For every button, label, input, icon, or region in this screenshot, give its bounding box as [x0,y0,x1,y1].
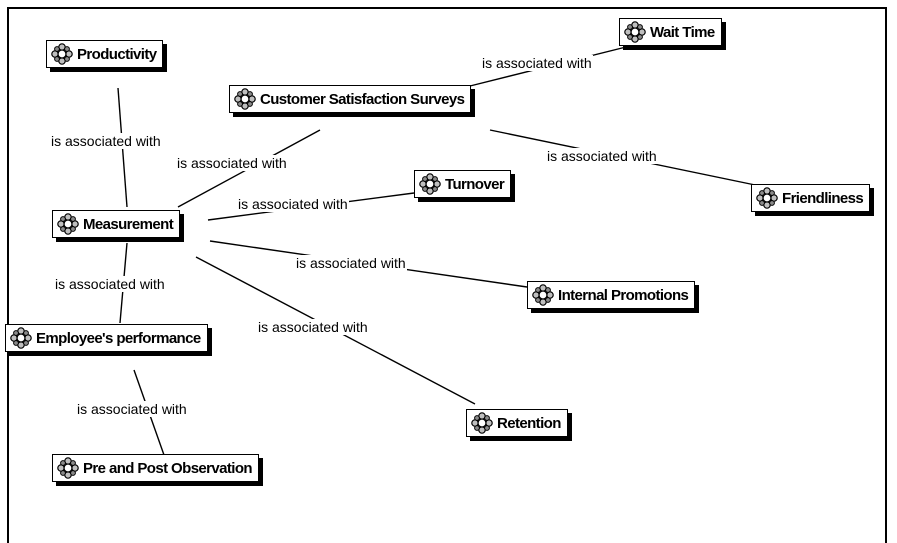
concept-label: Internal Promotions [558,286,689,304]
concept-icon [51,43,73,65]
concept-node-employees-performance[interactable]: Employee's performance [5,324,208,352]
edge-label-productivity-measurement: is associated with [50,133,162,149]
concept-label: Productivity [77,45,157,63]
concept-icon [234,88,256,110]
concept-icon [57,457,79,479]
edge-label-measurement-performance: is associated with [54,276,166,292]
concept-label: Pre and Post Observation [83,459,253,477]
concept-label: Employee's performance [36,329,201,347]
edge-label-css-measurement: is associated with [176,155,288,171]
edge-label-measurement-promotions: is associated with [295,255,407,271]
concept-node-friendliness[interactable]: Friendliness [751,184,871,212]
edge-label-measurement-turnover: is associated with [237,196,349,212]
concept-icon [624,21,646,43]
canvas-frame [7,7,887,543]
concept-label: Turnover [445,175,505,193]
concept-label: Customer Satisfaction Surveys [260,90,465,108]
concept-label: Wait Time [650,23,715,41]
concept-node-retention[interactable]: Retention [466,409,568,437]
edge-label-performance-prepost: is associated with [76,401,188,417]
concept-icon [532,284,554,306]
concept-icon [756,187,778,209]
edge-label-measurement-retention: is associated with [257,319,369,335]
concept-node-wait-time[interactable]: Wait Time [619,18,722,46]
concept-node-measurement[interactable]: Measurement [52,210,181,238]
concept-node-productivity[interactable]: Productivity [46,40,164,68]
edge-label-css-waittime: is associated with [481,55,593,71]
concept-icon [419,173,441,195]
concept-node-customer-satisfaction-surveys[interactable]: Customer Satisfaction Surveys [229,85,472,113]
concept-node-internal-promotions[interactable]: Internal Promotions [527,281,696,309]
concept-label: Retention [497,414,561,432]
concept-icon [57,213,79,235]
concept-label: Friendliness [782,189,864,207]
concept-label: Measurement [83,215,174,233]
concept-node-turnover[interactable]: Turnover [414,170,512,198]
edge-label-css-friendliness: is associated with [546,148,658,164]
concept-icon [471,412,493,434]
concept-node-pre-and-post-observation[interactable]: Pre and Post Observation [52,454,259,482]
concept-icon [10,327,32,349]
